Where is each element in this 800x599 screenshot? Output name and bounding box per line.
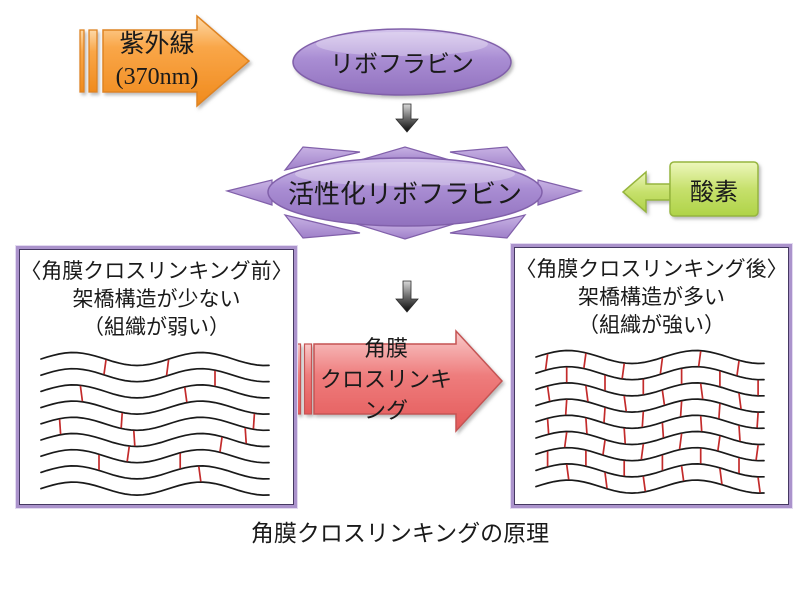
dense-crosslink-fibers-illustration [535, 349, 765, 494]
uv-striped-arrow-shape [79, 14, 251, 108]
after-box-caption: 〈角膜クロスリンキング後〉 架橋構造が多い （組織が強い） [514, 255, 789, 339]
crosslinking-striped-arrow-shape [296, 329, 504, 433]
sparse-crosslink-fibers-illustration [40, 351, 270, 496]
oxygen-callout-shape [621, 161, 759, 217]
before-line2: 架橋構造が少ない [72, 287, 241, 311]
after-line2: 架橋構造が多い [578, 285, 725, 309]
activated-riboflavin-burst-shape [224, 146, 584, 240]
down-arrow-icon [395, 103, 419, 133]
after-line3: （組織が強い） [578, 313, 725, 337]
after-line1: 〈角膜クロスリンキング後〉 [515, 257, 788, 281]
after-crosslinking-box: 〈角膜クロスリンキング後〉 架橋構造が多い （組織が強い） [511, 244, 792, 508]
before-crosslinking-box: 〈角膜クロスリンキング前〉 架橋構造が少ない （組織が弱い） [16, 246, 297, 508]
figure-caption: 角膜クロスリンキングの原理 [250, 521, 550, 546]
before-box-caption: 〈角膜クロスリンキング前〉 架橋構造が少ない （組織が弱い） [19, 257, 294, 341]
before-line1: 〈角膜クロスリンキング前〉 [20, 259, 293, 283]
riboflavin-ellipse-shape [292, 28, 512, 96]
before-line3: （組織が弱い） [83, 315, 230, 339]
down-arrow-icon [395, 280, 419, 313]
